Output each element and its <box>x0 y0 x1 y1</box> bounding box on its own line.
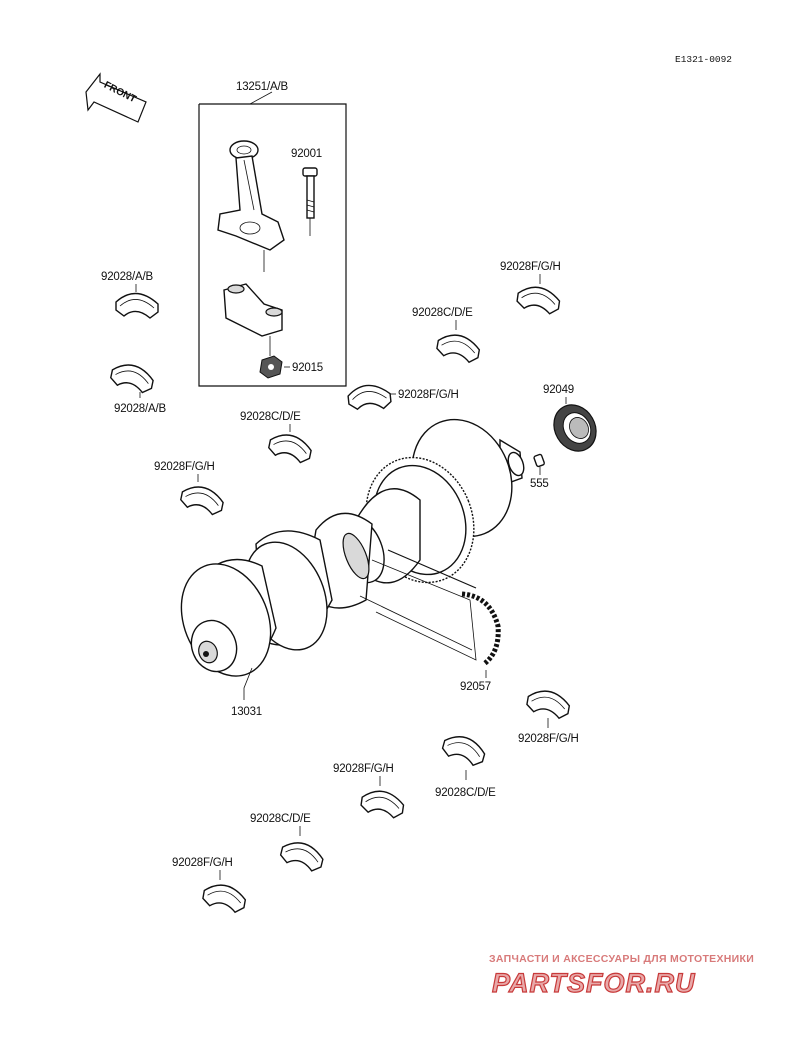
pin-icon <box>533 453 545 475</box>
nut-icon <box>259 355 290 379</box>
rod-cap-icon <box>223 283 283 356</box>
watermark-tagline: ЗАПЧАСТИ И АКСЕССУАРЫ ДЛЯ МОТОТЕХНИКИ <box>489 953 754 965</box>
label-bearing-fgh-lower-mid[interactable]: 92028F/G/H <box>333 763 394 775</box>
label-bearing-fgh-bottom[interactable]: 92028F/G/H <box>172 857 233 869</box>
label-chain[interactable]: 92057 <box>460 681 491 693</box>
label-bearing-cde-bottom[interactable]: 92028C/D/E <box>250 813 311 825</box>
label-bearing-cde-mid[interactable]: 92028C/D/E <box>240 411 301 423</box>
bearing-shell-icon <box>439 731 489 769</box>
bearing-shell-icon <box>200 881 248 915</box>
oil-seal-icon <box>553 404 597 452</box>
label-bearing-cde-lower[interactable]: 92028C/D/E <box>435 787 496 799</box>
crankshaft-icon <box>180 418 525 700</box>
front-label: FRONT <box>102 80 138 105</box>
label-bearing-ab-top[interactable]: 92028/A/B <box>101 271 154 283</box>
bearing-shell-icon <box>178 482 226 517</box>
bearing-shell-icon <box>515 284 562 316</box>
bearing-shell-icon <box>278 838 327 874</box>
bearing-shell-icon <box>359 788 406 820</box>
label-conrod-assy[interactable]: 13251/A/B <box>236 81 289 93</box>
label-bearing-fgh-lower-right[interactable]: 92028F/G/H <box>518 733 579 745</box>
bearing-shell-icon <box>266 430 314 465</box>
bearing-shell-icon <box>434 331 482 365</box>
watermark-brand: PARTSFOR.RU <box>492 968 696 998</box>
label-bearing-ab-bottom[interactable]: 92028/A/B <box>114 403 167 415</box>
label-bearing-fgh-mid[interactable]: 92028F/G/H <box>398 389 459 401</box>
diagram-code: E1321-0092 <box>675 54 732 65</box>
cam-chain-icon <box>359 549 501 678</box>
front-arrow-icon: FRONT <box>85 72 147 123</box>
conrod-assembly-box <box>198 91 347 387</box>
label-oil-seal[interactable]: 92049 <box>543 384 574 396</box>
bearing-shell-icon <box>524 687 572 721</box>
label-nut[interactable]: 92015 <box>292 362 323 374</box>
label-bolt[interactable]: 92001 <box>291 148 322 160</box>
label-bearing-fgh-top-right[interactable]: 92028F/G/H <box>500 261 561 273</box>
bearing-shell-icon <box>108 360 156 395</box>
label-bearing-cde-upper-right[interactable]: 92028C/D/E <box>412 307 473 319</box>
label-bearing-fgh-left[interactable]: 92028F/G/H <box>154 461 215 473</box>
connecting-rod-icon <box>217 140 285 272</box>
label-pin[interactable]: 555 <box>530 478 549 490</box>
bearing-shell-icon <box>346 382 393 413</box>
bolt-icon <box>302 167 318 236</box>
label-crankshaft[interactable]: 13031 <box>231 706 262 718</box>
bearing-shell-icon <box>115 292 159 319</box>
